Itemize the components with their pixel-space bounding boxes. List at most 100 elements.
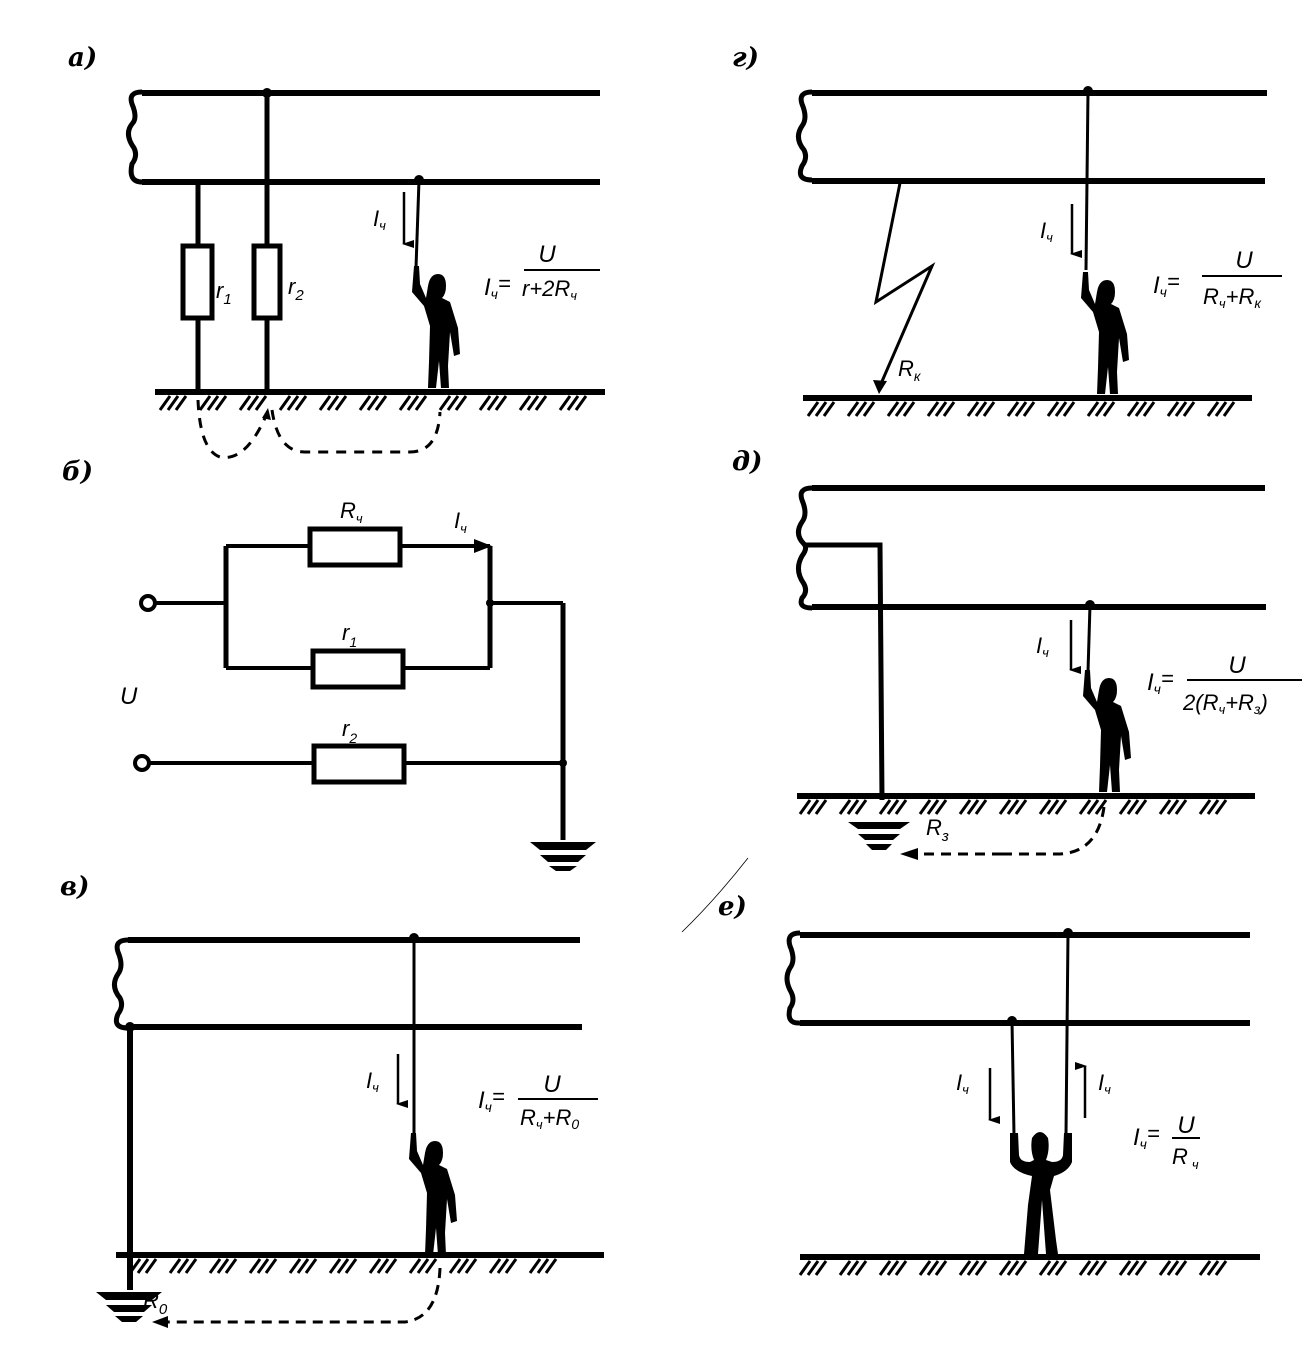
hatch-stroke <box>838 799 852 815</box>
hatch-stroke <box>1206 401 1220 417</box>
person-both-arms-icon <box>1010 1132 1072 1254</box>
hatch-stroke <box>296 1258 310 1274</box>
hatch-stroke <box>934 401 948 417</box>
hatch-stroke <box>846 1260 860 1276</box>
panel-b: б) Rч Iч r1 U r2 <box>62 457 596 871</box>
hatch-stroke <box>934 1260 948 1276</box>
hatch-stroke <box>846 799 860 815</box>
resistor-r2-label: r2 <box>342 716 357 746</box>
hatch-stroke <box>1022 401 1036 417</box>
contact-wire-right <box>1064 932 1070 1136</box>
panel-a: а) r1 r2 Iч Iч= U r+2Rч <box>68 43 605 459</box>
hatch-stroke <box>536 1258 550 1274</box>
current-label: Iч <box>956 1070 969 1097</box>
hatch-stroke <box>1046 1260 1060 1276</box>
hatch-stroke <box>926 799 940 815</box>
hatch-stroke <box>886 1260 900 1276</box>
ground-hatch <box>158 395 588 411</box>
hatch-stroke <box>926 1260 940 1276</box>
hatch-stroke <box>998 1260 1012 1276</box>
arrowhead-icon <box>152 1316 168 1328</box>
hatch-stroke <box>318 395 332 411</box>
hatch-stroke <box>1206 799 1220 815</box>
hatch-stroke <box>264 1258 278 1274</box>
svg-text:U: U <box>1228 652 1246 679</box>
resistor-r2-label: r2 <box>288 274 304 304</box>
ground-symbol-icon <box>848 822 910 850</box>
terminal-icon[interactable] <box>139 594 157 612</box>
formula-v: Iч= U Rч+R0 <box>478 1071 598 1132</box>
arrowhead-icon <box>262 408 271 420</box>
hatch-stroke <box>454 395 468 411</box>
transformer-winding <box>796 89 813 183</box>
hatch-stroke <box>358 395 372 411</box>
hatch-stroke <box>198 395 212 411</box>
hatch-stroke <box>304 1258 318 1274</box>
hatch-stroke <box>398 395 412 411</box>
hatch-stroke <box>166 395 180 411</box>
hatch-stroke <box>806 1260 820 1276</box>
contact-wire-left <box>1010 1020 1016 1136</box>
hatch-stroke <box>158 395 172 411</box>
hatch-stroke <box>1182 401 1196 417</box>
hatch-stroke <box>336 1258 350 1274</box>
hatch-stroke <box>1158 799 1172 815</box>
hatch-stroke <box>504 1258 518 1274</box>
svg-text:U: U <box>1177 1112 1195 1139</box>
ground-current-path <box>1002 806 1106 856</box>
hatch-stroke <box>1142 401 1156 417</box>
hatch-stroke <box>478 395 492 411</box>
hatch-stroke <box>238 395 252 411</box>
hatch-stroke <box>1102 401 1116 417</box>
hatch-stroke <box>488 1258 502 1274</box>
hatch-stroke <box>574 395 588 411</box>
hatch-stroke <box>366 395 380 411</box>
fault-resistance-label: Rк <box>898 356 922 384</box>
arrowhead-icon <box>900 848 918 860</box>
current-arrow-right <box>474 539 492 553</box>
hatch-stroke <box>1214 1260 1228 1276</box>
hatch-stroke <box>1086 401 1100 417</box>
hatch-stroke <box>406 395 420 411</box>
hatch-stroke <box>878 799 892 815</box>
hatch-stroke <box>886 401 900 417</box>
hatch-stroke <box>1006 401 1020 417</box>
hatch-stroke <box>798 1260 812 1276</box>
hatch-stroke <box>214 395 228 411</box>
formula-a: Iч= U r+2Rч <box>484 241 600 303</box>
svg-text:2(Rч+Rз): 2(Rч+Rз) <box>1182 690 1268 717</box>
transformer-winding <box>796 485 813 611</box>
hatch-stroke <box>368 1258 382 1274</box>
hatch-stroke <box>806 401 820 417</box>
formula-d: Iч= U 2(Rч+Rз) <box>1147 652 1302 717</box>
hatch-stroke <box>294 395 308 411</box>
hatch-stroke <box>518 395 532 411</box>
svg-text:Iч=: Iч= <box>478 1084 505 1115</box>
transformer-winding <box>126 89 143 185</box>
panel-d: д) Iч Iч= U 2(Rч+Rз) Rз <box>732 447 1302 860</box>
hatch-stroke <box>982 401 996 417</box>
panel-g: г) Iч Rк Iч= U Rч+Rк <box>732 43 1282 417</box>
hatch-stroke <box>878 1260 892 1276</box>
hatch-stroke <box>424 1258 438 1274</box>
hatch-stroke <box>1198 1260 1212 1276</box>
neutral-wire <box>805 542 885 801</box>
hatch-stroke <box>144 1258 158 1274</box>
terminal-icon[interactable] <box>133 754 151 772</box>
hatch-stroke <box>216 1258 230 1274</box>
hatch-stroke <box>206 395 220 411</box>
hatch-stroke <box>894 401 908 417</box>
hatch-stroke <box>248 1258 262 1274</box>
hatch-stroke <box>288 1258 302 1274</box>
hatch-stroke <box>384 1258 398 1274</box>
svg-text:Iч=: Iч= <box>1133 1121 1160 1152</box>
ground-current-path <box>165 1267 442 1324</box>
resistor-r1-label: r1 <box>216 278 232 308</box>
person-icon <box>412 266 460 388</box>
contact-wire <box>414 179 421 269</box>
svg-text:U: U <box>538 241 556 268</box>
hatch-stroke <box>1062 401 1076 417</box>
svg-text:Iч=: Iч= <box>1153 269 1180 300</box>
hatch-stroke <box>1126 799 1140 815</box>
